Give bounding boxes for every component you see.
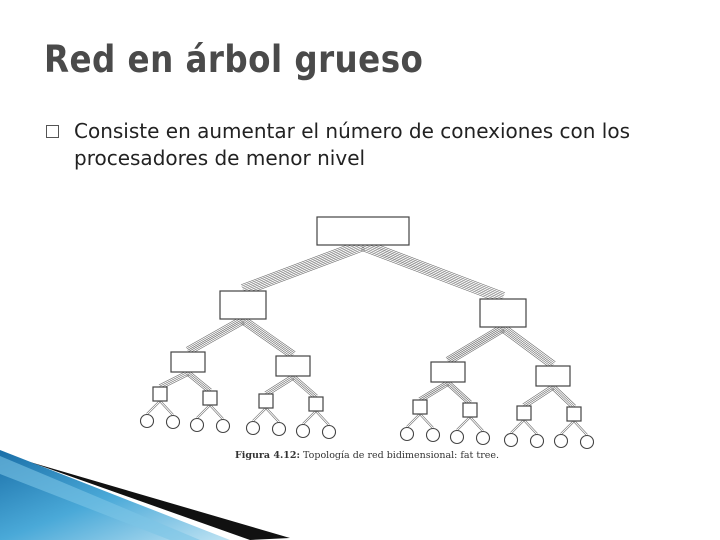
- link-l2-l3-2: [264, 374, 295, 397]
- switch-level1-0: [219, 290, 267, 320]
- link-root-0: [240, 239, 366, 296]
- caption-text: Topología de red bidimensional: fat tree…: [303, 450, 500, 461]
- processor-node-14: [553, 433, 569, 449]
- switch-level1-1: [479, 298, 527, 328]
- link-l1-l2-0: [185, 316, 246, 355]
- link-l2-l3-5: [446, 381, 472, 405]
- processor-node-4: [245, 420, 261, 436]
- processor-node-12: [503, 432, 519, 448]
- processor-node-6: [295, 423, 311, 439]
- processor-node-8: [399, 426, 415, 442]
- processor-node-11: [475, 430, 491, 446]
- switch-level2-2: [430, 361, 466, 383]
- link-leaf-b-2: [265, 407, 280, 423]
- bullet-square-icon: [46, 125, 59, 138]
- link-l1-l2-2: [445, 324, 506, 365]
- switch-level3-0: [152, 386, 168, 402]
- link-l2-l3-1: [186, 370, 212, 394]
- link-leaf-b-1: [209, 404, 224, 420]
- processor-node-9: [425, 427, 441, 443]
- processor-node-7: [321, 424, 337, 440]
- switch-level3-2: [258, 393, 274, 409]
- fat-tree-diagram: [139, 216, 595, 450]
- switch-level3-7: [566, 406, 582, 422]
- corner-black-stripe: [30, 462, 290, 540]
- processor-node-13: [529, 433, 545, 449]
- link-leaf-a-1: [196, 404, 211, 419]
- processor-node-10: [449, 429, 465, 445]
- link-leaf-b-6: [523, 419, 538, 435]
- switch-level3-1: [202, 390, 218, 406]
- switch-level3-5: [462, 402, 478, 418]
- switch-level2-3: [535, 365, 571, 387]
- link-l2-l3-7: [551, 385, 576, 409]
- link-leaf-b-3: [315, 410, 330, 426]
- link-leaf-a-6: [510, 419, 525, 434]
- link-l1-l2-3: [500, 324, 556, 369]
- figure-caption: Figura 4.12: Topología de red bidimensio…: [235, 450, 499, 461]
- link-leaf-a-7: [560, 420, 575, 435]
- corner-blue-wedge: [0, 450, 230, 540]
- link-l2-l3-6: [522, 384, 555, 409]
- slide-title: Red en árbol grueso: [44, 38, 424, 81]
- processor-node-15: [579, 434, 595, 450]
- link-leaf-b-5: [469, 416, 484, 432]
- switch-level3-6: [516, 405, 532, 421]
- bullet-text: Consiste en aumentar el número de conexi…: [74, 119, 631, 170]
- link-l2-l3-3: [291, 374, 318, 400]
- corner-decoration: [0, 450, 290, 540]
- link-root-1: [360, 239, 506, 304]
- link-leaf-a-4: [406, 413, 421, 428]
- switch-level3-3: [308, 396, 324, 412]
- caption-label: Figura 4.12:: [235, 450, 301, 461]
- link-leaf-a-3: [302, 410, 317, 425]
- link-leaf-a-5: [456, 416, 471, 431]
- processor-node-0: [139, 413, 155, 429]
- processor-node-3: [215, 418, 231, 434]
- processor-node-2: [189, 417, 205, 433]
- link-leaf-b-0: [159, 400, 174, 416]
- processor-node-5: [271, 421, 287, 437]
- link-leaf-b-4: [419, 413, 434, 429]
- link-l1-l2-1: [240, 316, 296, 359]
- processor-node-1: [165, 414, 181, 430]
- link-leaf-b-7: [573, 420, 588, 436]
- switch-level3-4: [412, 399, 428, 415]
- switch-level2-0: [170, 351, 206, 373]
- link-leaf-a-0: [146, 400, 161, 415]
- switch-level2-1: [275, 355, 311, 377]
- root-switch: [316, 216, 410, 246]
- link-l2-l3-0: [158, 370, 190, 390]
- link-l2-l3-4: [418, 380, 450, 403]
- link-leaf-a-2: [252, 407, 267, 422]
- corner-light-band: [0, 456, 200, 540]
